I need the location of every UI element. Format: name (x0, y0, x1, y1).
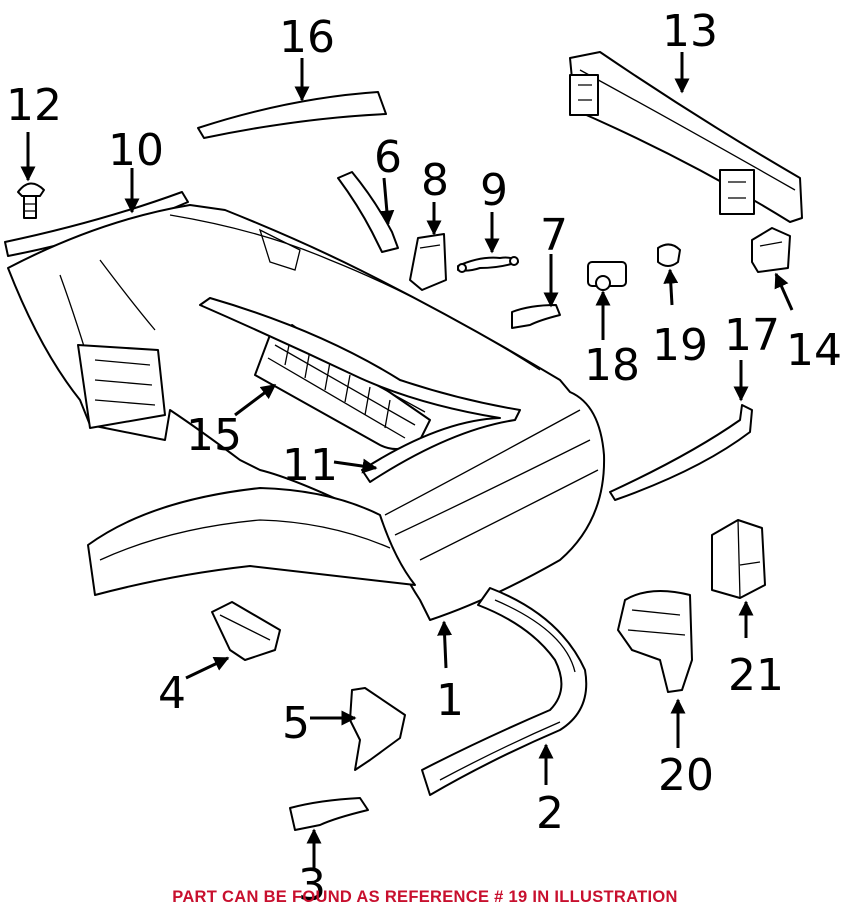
callout-20: 20 (658, 750, 714, 801)
part-18-sensor (587, 261, 627, 291)
callout-9: 9 (480, 165, 508, 216)
part-3-bracket (289, 797, 369, 831)
callout-7: 7 (540, 210, 568, 261)
callout-4: 4 (158, 668, 186, 719)
part-16-trim-strip (197, 91, 387, 139)
part-17-side-strip (609, 404, 753, 501)
part-2-lower-valance (421, 587, 588, 796)
part-21-mount (711, 519, 766, 599)
part-7-bracket (511, 304, 561, 329)
callout-5: 5 (282, 698, 310, 749)
part-20-housing (617, 590, 693, 693)
part-13-beam (569, 51, 803, 223)
part-5-bracket (349, 687, 406, 771)
part-6-bracket (337, 171, 399, 253)
part-19-sensor-cap (657, 243, 681, 267)
callout-21: 21 (728, 650, 784, 701)
reference-caption: PART CAN BE FOUND AS REFERENCE # 19 IN I… (172, 888, 678, 906)
callout-19: 19 (652, 320, 708, 371)
callout-10: 10 (108, 125, 164, 176)
part-14-bracket (751, 227, 791, 273)
part-11-strip (199, 297, 521, 483)
part-1-bumper-cover (7, 204, 606, 621)
part-12-clip (17, 182, 45, 219)
part-9-cable (457, 256, 519, 273)
callout-8: 8 (421, 155, 449, 206)
callout-6: 6 (374, 132, 402, 183)
part-8-cover (409, 233, 447, 291)
callout-16: 16 (279, 12, 335, 63)
callout-1: 1 (436, 675, 464, 726)
callout-13: 13 (662, 6, 718, 57)
leader-lines (20, 52, 794, 868)
callout-18: 18 (584, 340, 640, 391)
callout-14: 14 (786, 325, 842, 376)
callout-17: 17 (724, 310, 780, 361)
part-4-bracket (211, 601, 281, 661)
callout-3: 3 (298, 860, 326, 911)
callout-12: 12 (6, 80, 62, 131)
callout-11: 11 (282, 440, 338, 491)
callout-15: 15 (186, 410, 242, 461)
callout-2: 2 (536, 788, 564, 839)
callout-labels: 16 12 10 13 6 8 9 7 18 19 17 14 15 11 21… (6, 6, 842, 911)
